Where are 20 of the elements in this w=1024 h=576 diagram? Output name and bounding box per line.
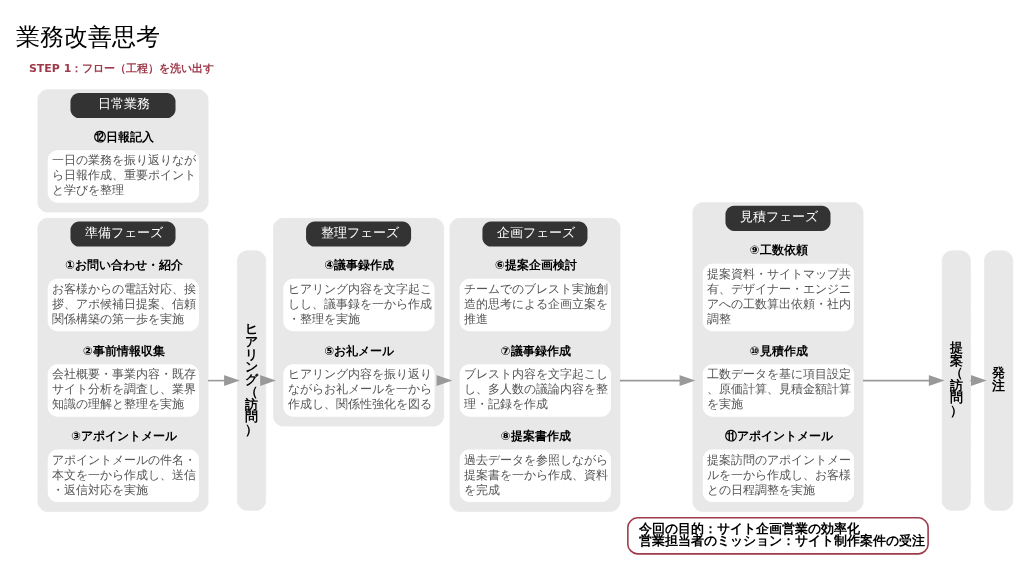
arrow	[619, 374, 696, 386]
node-label: ④議事録作成	[324, 257, 395, 272]
arrow	[862, 374, 945, 386]
node-label: ③アポイントメール	[71, 428, 178, 443]
node-box: 発注	[984, 250, 1014, 511]
node-label: ⑤お礼メール	[324, 343, 395, 358]
label: STEP 1：フロー（工程）を洗い出す	[28, 61, 215, 74]
node-label: ⑧提案書作成	[500, 428, 571, 443]
node-label: ⑨工数依頼	[749, 242, 808, 257]
node-box: ヒアリング内容を振り返りながらお礼メールを一から作成し、関係性強化を図る	[283, 363, 435, 417]
arrow	[260, 374, 276, 386]
node-label: ②事前情報収集	[83, 343, 165, 358]
node-box: 今回の目的：サイト企画営業の効率化 営業担当者のミッション：サイト制作案件の受注	[627, 516, 929, 555]
node-label: ⑩見積作成	[749, 343, 808, 358]
diagram-title: 業務改善思考	[16, 22, 161, 51]
node-label: ①お問い合わせ・紹介	[65, 257, 184, 272]
node-label: ⑪アポイントメール	[725, 428, 834, 443]
node-label: ⑫日報記入	[93, 129, 154, 144]
node-label: ⑦議事録作成	[500, 343, 571, 358]
node-label: ⑥提案企画検討	[494, 257, 577, 272]
